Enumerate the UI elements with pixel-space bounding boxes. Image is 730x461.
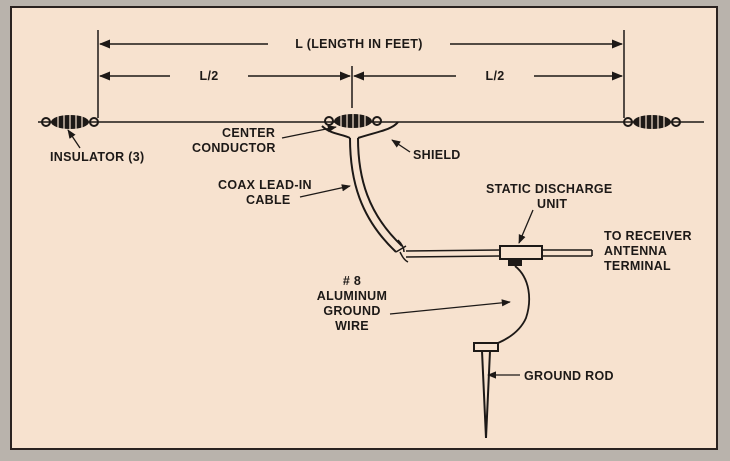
label-coax-line2: CABLE — [246, 193, 291, 207]
label-ground-wire-line3: GROUND — [323, 304, 380, 318]
label-shield: SHIELD — [413, 148, 461, 162]
insulator-right — [623, 115, 681, 129]
lead-in-split — [321, 121, 399, 139]
label-ground-rod: GROUND ROD — [524, 369, 614, 383]
receiver-cable — [405, 249, 593, 258]
label-static-discharge-line1: STATIC DISCHARGE — [486, 182, 613, 196]
insulator-center — [324, 114, 382, 128]
dimension-half-left-label: L/2 — [200, 69, 219, 83]
label-receiver-line1: TO RECEIVER — [604, 229, 692, 243]
coax-cable — [349, 137, 409, 263]
label-ground-wire-line1: # 8 — [343, 274, 361, 288]
label-receiver-line3: TERMINAL — [604, 259, 671, 273]
label-ground-wire-line4: WIRE — [335, 319, 369, 333]
ground-wire — [483, 265, 531, 349]
leader-lines — [67, 125, 534, 379]
dimension-lines — [97, 30, 625, 118]
label-ground-wire-line2: ALUMINUM — [317, 289, 387, 303]
label-coax-line1: COAX LEAD-IN — [218, 178, 312, 192]
label-center-conductor-line1: CENTER — [222, 126, 275, 140]
static-discharge-unit — [499, 245, 543, 266]
ground-rod — [473, 342, 499, 439]
dimension-length-label: L (LENGTH IN FEET) — [295, 37, 422, 51]
label-insulator: INSULATOR (3) — [50, 150, 144, 164]
dimension-half-right-label: L/2 — [486, 69, 505, 83]
label-static-discharge-line2: UNIT — [537, 197, 567, 211]
label-receiver-line2: ANTENNA — [604, 244, 667, 258]
insulator-left — [41, 115, 99, 129]
label-center-conductor-line2: CONDUCTOR — [192, 141, 276, 155]
